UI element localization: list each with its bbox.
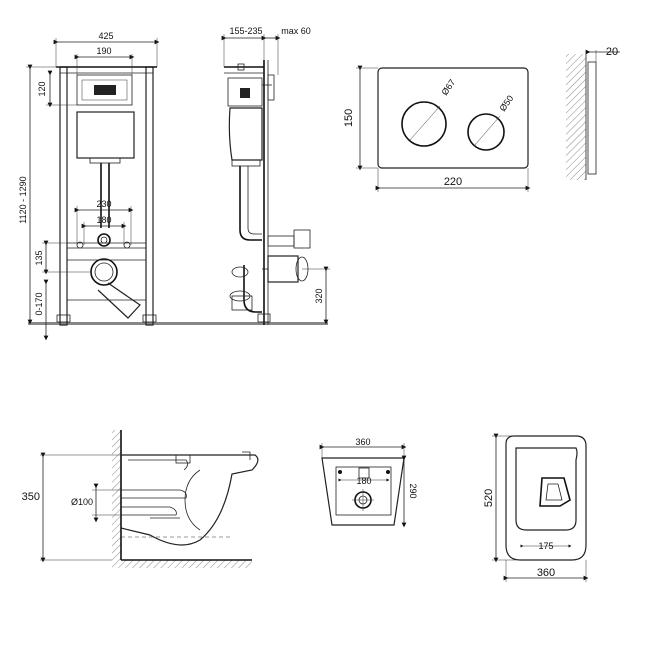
- dim-plate-height: 150: [343, 109, 355, 127]
- dim-outer-studs: 230: [96, 199, 111, 209]
- dim-stud-height: 135: [34, 250, 44, 265]
- dim-floor-adjust: 0-170: [34, 292, 44, 315]
- side-view-dimensions: 155-235 max 60 320: [221, 26, 330, 325]
- dim-bolt-spacing: 180: [356, 476, 371, 486]
- floor-line: [28, 322, 328, 325]
- dim-depth-max: max 60: [281, 26, 311, 36]
- flush-plate-side: 20: [566, 46, 620, 180]
- flush-plate-dimensions: 150 220: [343, 65, 531, 192]
- dim-top-length: 520: [483, 489, 495, 507]
- dim-inner-studs: 180: [96, 215, 111, 225]
- dim-depth-adjust: 155-235: [229, 26, 262, 36]
- cistern: [76, 111, 135, 159]
- dim-panel-height: 120: [37, 81, 47, 96]
- front-view-dimensions: 425 190 120 1120 - 1290 230 180 135 0-17…: [18, 31, 160, 341]
- dim-rear-width: 360: [355, 437, 370, 447]
- flush-plate-front: Ø67 Ø50: [377, 67, 529, 169]
- dim-rear-height: 290: [408, 483, 418, 498]
- toilet-side-view: 350 Ø100: [22, 430, 259, 568]
- actuator-box: [76, 74, 133, 106]
- dim-button-small: Ø50: [497, 93, 515, 113]
- toilet-top-view: 175 520 360: [483, 433, 589, 582]
- dim-front-width: 425: [98, 31, 113, 41]
- side-view-frame: [224, 60, 311, 325]
- dim-seat-spacing: 175: [538, 541, 553, 551]
- toilet-rear-view: 360 180 290: [319, 437, 418, 528]
- dim-panel-width: 190: [96, 46, 111, 56]
- dim-outlet-diameter: Ø100: [71, 497, 93, 507]
- dim-plate-thickness: 20: [606, 46, 618, 58]
- dim-toilet-height: 350: [22, 491, 40, 503]
- dim-plate-width: 220: [444, 176, 462, 188]
- dim-frame-height: 1120 - 1290: [18, 176, 28, 223]
- dim-outlet-height: 320: [314, 288, 324, 303]
- dim-button-large: Ø67: [439, 77, 457, 97]
- dim-top-width: 360: [537, 567, 555, 579]
- front-view-frame: [28, 66, 328, 326]
